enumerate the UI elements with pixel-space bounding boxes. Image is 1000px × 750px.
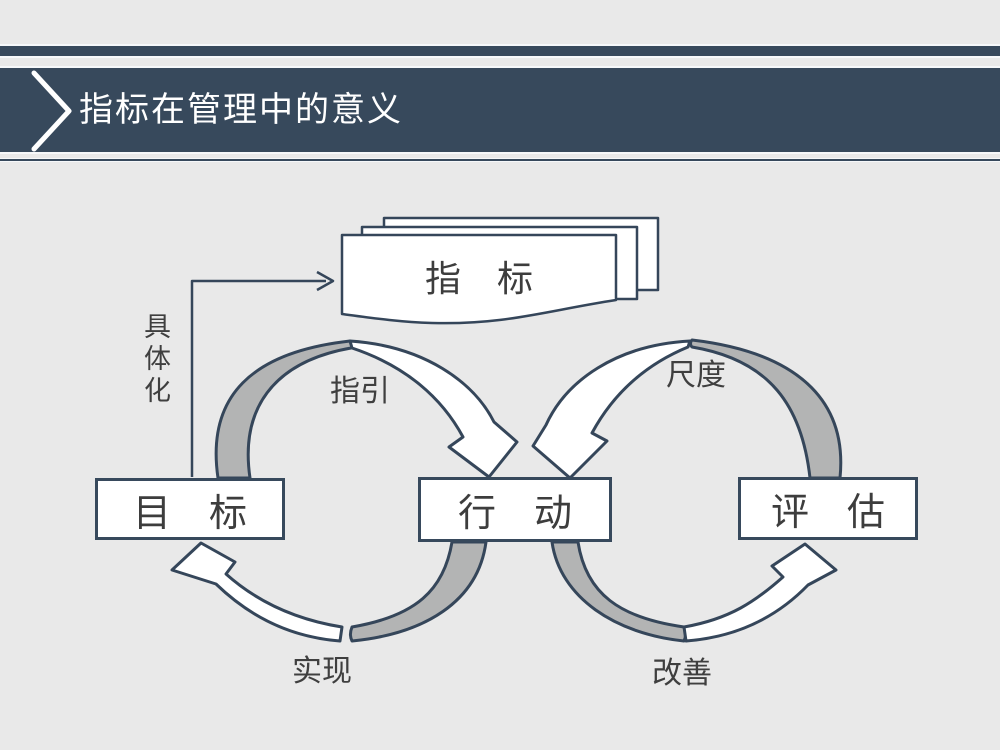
document-shape-icon (340, 233, 618, 325)
slide-title: 指标在管理中的意义 (79, 91, 403, 129)
realize-label: 实现 (292, 655, 352, 688)
goal-box-label: 目 标 (132, 492, 247, 535)
connector-arrowhead-icon (316, 270, 335, 292)
evaluation-box: 评 估 (738, 477, 918, 540)
improve-label: 改善 (652, 657, 712, 690)
concretize-label: 具体化 (140, 312, 170, 408)
improve-arrow (682, 542, 838, 643)
action-box-label: 行 动 (457, 493, 572, 535)
action-box: 行 动 (418, 477, 612, 542)
measure-arrow (531, 339, 692, 480)
guide-label: 指引 (330, 375, 390, 408)
evaluation-box-label: 评 估 (770, 492, 885, 534)
ribbon-gray-left-bottom (349, 540, 488, 643)
goal-box: 目 标 (95, 478, 285, 540)
measure-label: 尺度 (666, 359, 726, 392)
connector-line (190, 279, 326, 477)
title-band: 指标在管理中的意义 (0, 66, 1000, 154)
realize-arrow (170, 541, 344, 643)
chevron-right-icon (31, 70, 72, 152)
ribbon-gray-right-bottom (550, 540, 687, 643)
indicator-document-label: 指 标 (424, 258, 533, 299)
header-bottom-line (0, 158, 1000, 162)
header-top-strip (0, 44, 1000, 58)
